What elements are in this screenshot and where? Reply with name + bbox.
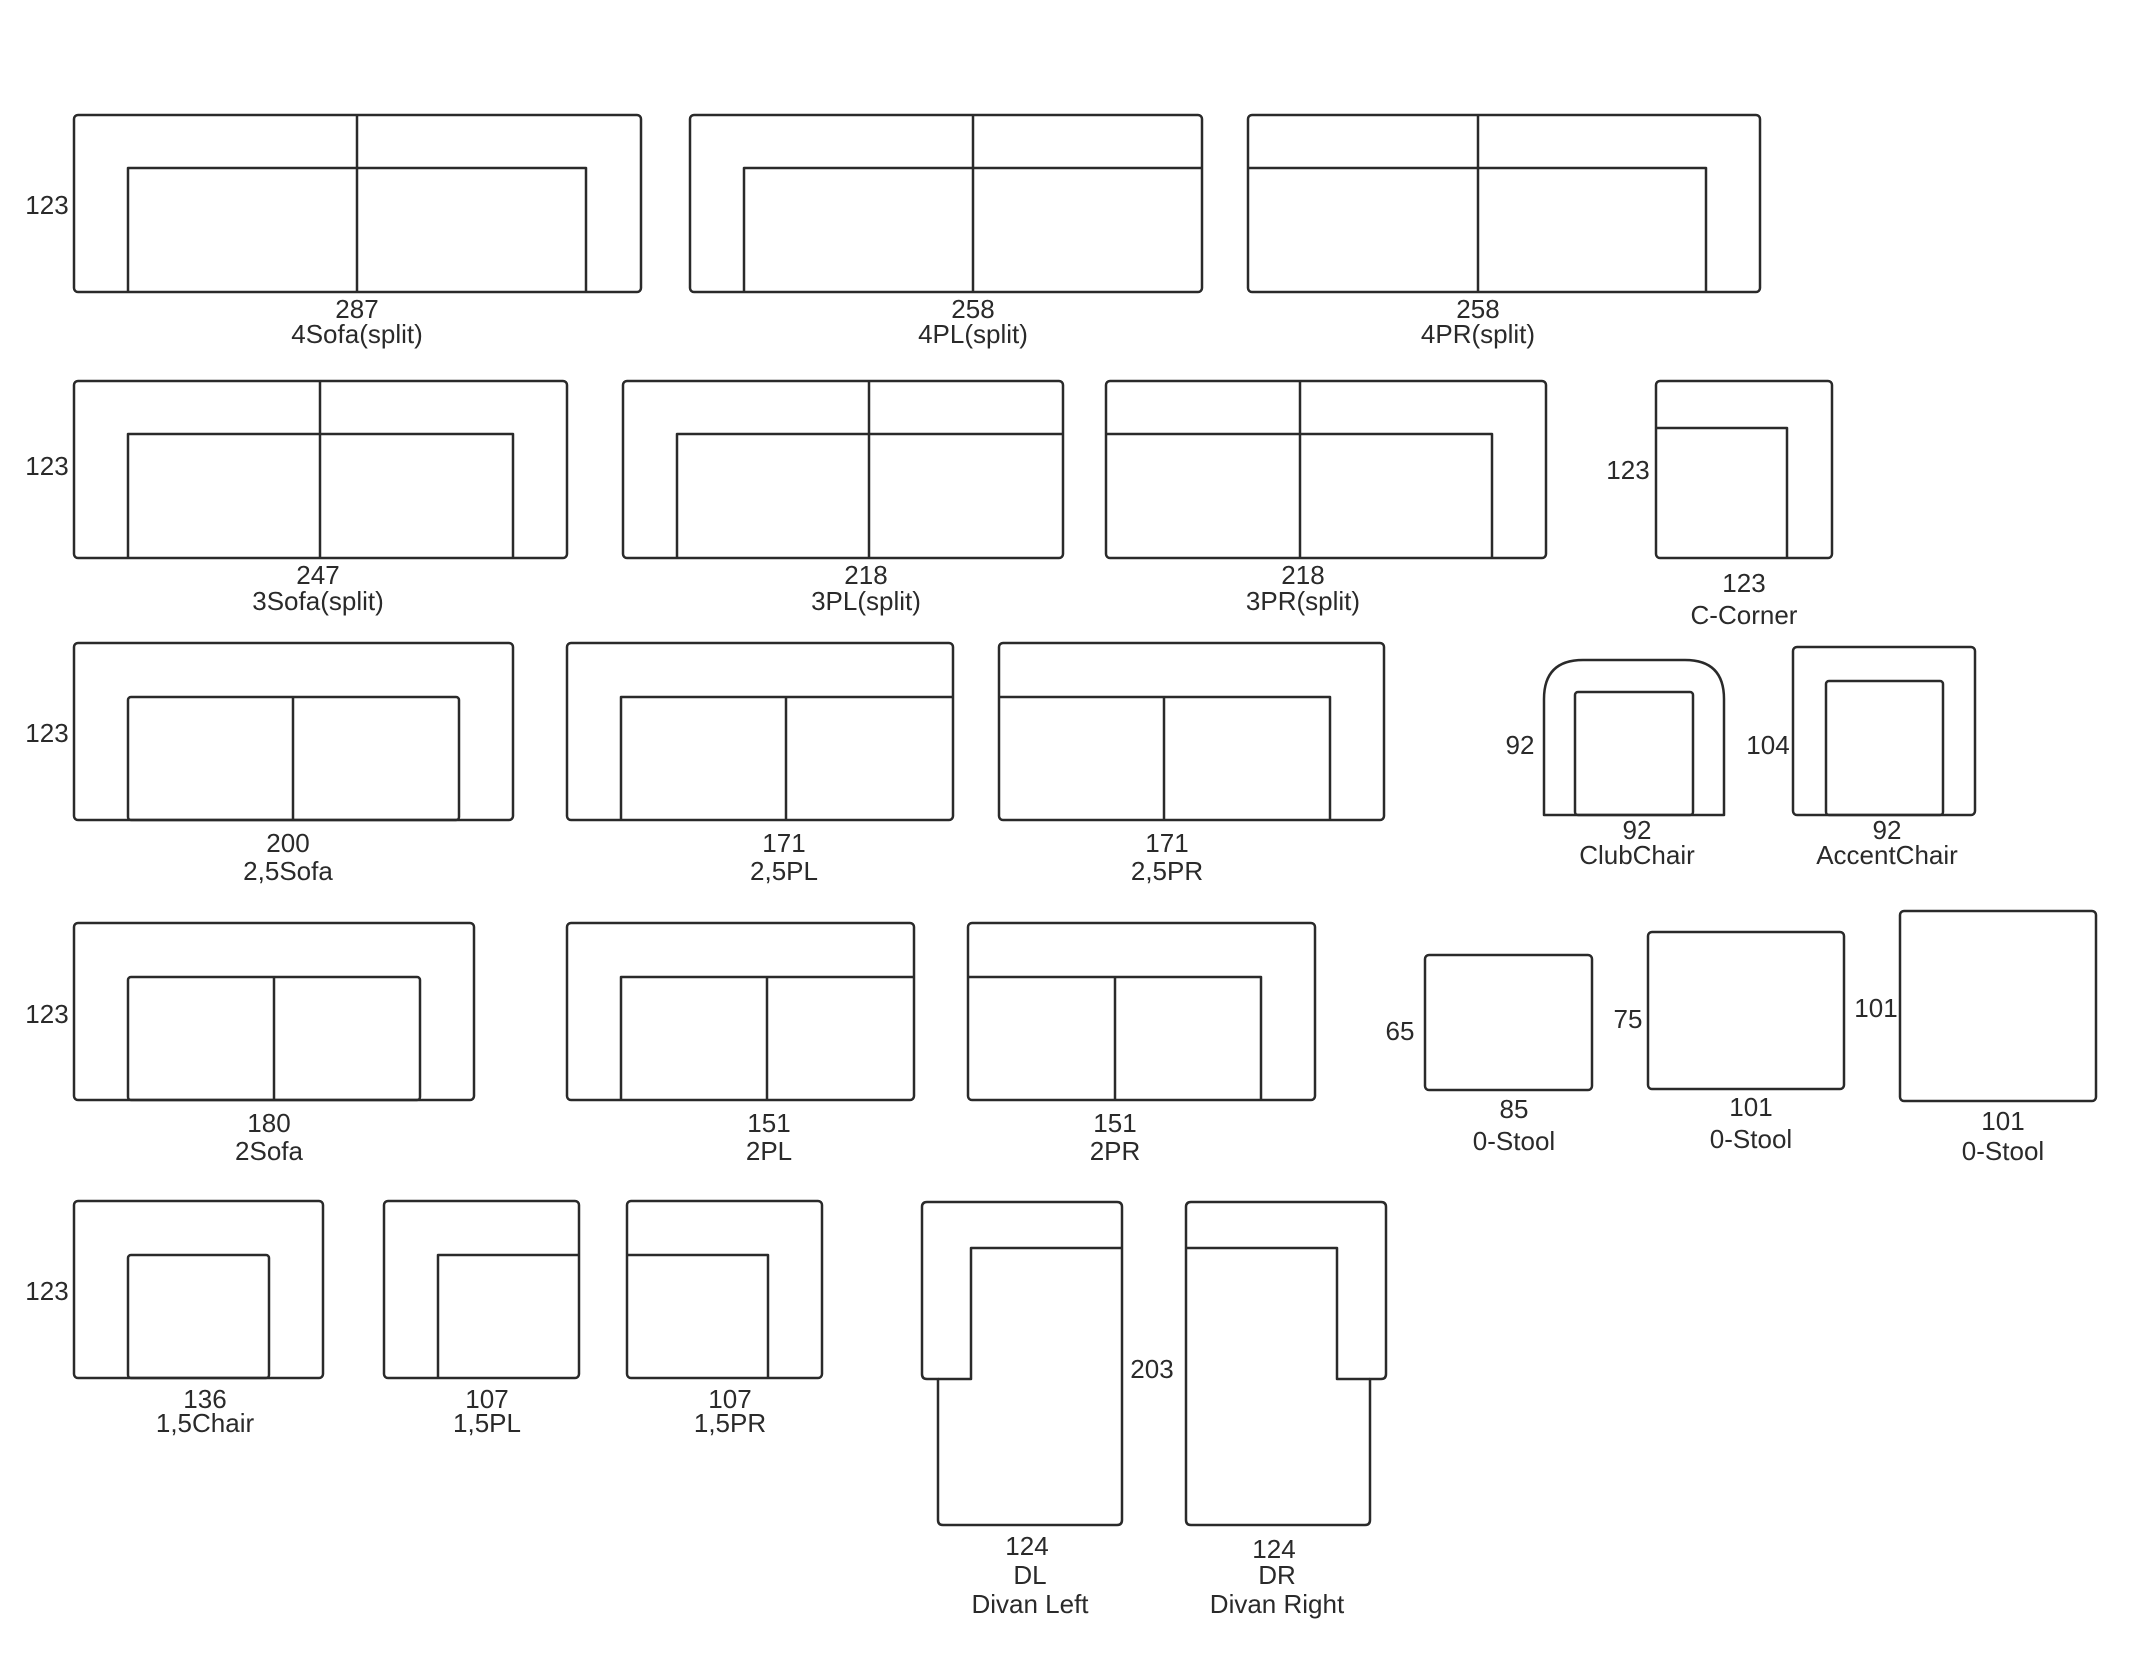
module-2pl	[565, 921, 916, 1102]
depth-label: 123	[25, 999, 68, 1029]
depth-label: 92	[1506, 730, 1535, 760]
module-stool-85	[1423, 953, 1594, 1092]
module-2-5pr	[997, 641, 1386, 822]
module-name: ClubChair	[1579, 840, 1695, 870]
module-accentchair	[1791, 645, 1977, 817]
module-clubchair	[1542, 658, 1726, 817]
module-1-5pr	[625, 1199, 824, 1380]
module-name: 4Sofa(split)	[291, 319, 423, 349]
module-stool-101b	[1898, 909, 2098, 1103]
depth-label: 203	[1130, 1354, 1173, 1384]
depth-label: 123	[25, 190, 68, 220]
depth-label: 123	[1606, 455, 1649, 485]
width-label: 247	[296, 560, 339, 590]
module-stool-101a	[1646, 930, 1846, 1091]
module-name-full: Divan Left	[971, 1589, 1089, 1619]
module-4pr	[1246, 113, 1762, 294]
width-label: 200	[266, 828, 309, 858]
module-2sofa	[72, 921, 476, 1102]
module-name: 2,5PR	[1131, 856, 1203, 886]
module-4sofa	[72, 113, 643, 294]
module-name: C-Corner	[1691, 600, 1798, 630]
module-name: 1,5PR	[694, 1408, 766, 1438]
module-name: 3PR(split)	[1246, 586, 1360, 616]
module-1-5pl	[382, 1199, 581, 1380]
width-label: 258	[1456, 294, 1499, 324]
module-1-5chair	[72, 1199, 325, 1380]
module-2-5sofa	[72, 641, 515, 822]
width-label: 218	[844, 560, 887, 590]
module-name: 1,5PL	[453, 1408, 521, 1438]
width-label: 171	[1145, 828, 1188, 858]
module-name: 0-Stool	[1962, 1136, 2044, 1166]
module-divan-right	[1184, 1200, 1388, 1527]
module-3sofa	[72, 379, 569, 560]
width-label: 151	[1093, 1108, 1136, 1138]
module-name: 3Sofa(split)	[252, 586, 384, 616]
width-label: 180	[247, 1108, 290, 1138]
width-label: 101	[1981, 1106, 2024, 1136]
depth-label: 123	[25, 451, 68, 481]
module-name: 0-Stool	[1473, 1126, 1555, 1156]
depth-label: 65	[1386, 1016, 1415, 1046]
module-3pr	[1104, 379, 1548, 560]
width-label: 101	[1729, 1092, 1772, 1122]
width-label: 124	[1252, 1534, 1295, 1564]
module-name: 2Sofa	[235, 1136, 303, 1166]
module-3pl	[621, 379, 1065, 560]
width-label: 92	[1873, 815, 1902, 845]
module-2pr	[966, 921, 1317, 1102]
width-label: 123	[1722, 568, 1765, 598]
width-label: 287	[335, 294, 378, 324]
module-2-5pl	[565, 641, 955, 822]
width-label: 85	[1500, 1094, 1529, 1124]
width-label: 171	[762, 828, 805, 858]
module-name: DL	[1013, 1560, 1046, 1590]
width-label: 124	[1005, 1531, 1048, 1561]
module-name: 4PL(split)	[918, 319, 1028, 349]
module-name: 3PL(split)	[811, 586, 921, 616]
depth-label: 75	[1614, 1004, 1643, 1034]
width-label: 218	[1281, 560, 1324, 590]
module-name: 2PL	[746, 1136, 792, 1166]
width-label: 258	[951, 294, 994, 324]
depth-label: 123	[25, 1276, 68, 1306]
module-name: AccentChair	[1816, 840, 1958, 870]
width-label: 151	[747, 1108, 790, 1138]
module-name: 4PR(split)	[1421, 319, 1535, 349]
module-4pl	[688, 113, 1204, 294]
module-name: DR	[1258, 1560, 1296, 1590]
depth-label: 123	[25, 718, 68, 748]
width-label: 136	[183, 1384, 226, 1414]
module-divan-left	[920, 1200, 1124, 1527]
module-name: 2PR	[1090, 1136, 1141, 1166]
depth-label: 101	[1854, 993, 1897, 1023]
width-label: 92	[1623, 815, 1652, 845]
module-c-corner	[1654, 379, 1834, 560]
module-name: 2,5Sofa	[243, 856, 333, 886]
module-name: 2,5PL	[750, 856, 818, 886]
width-label: 107	[465, 1384, 508, 1414]
depth-label: 104	[1746, 730, 1789, 760]
module-name-full: Divan Right	[1210, 1589, 1345, 1619]
module-name: 0-Stool	[1710, 1124, 1792, 1154]
width-label: 107	[708, 1384, 751, 1414]
module-name: 1,5Chair	[156, 1408, 255, 1438]
